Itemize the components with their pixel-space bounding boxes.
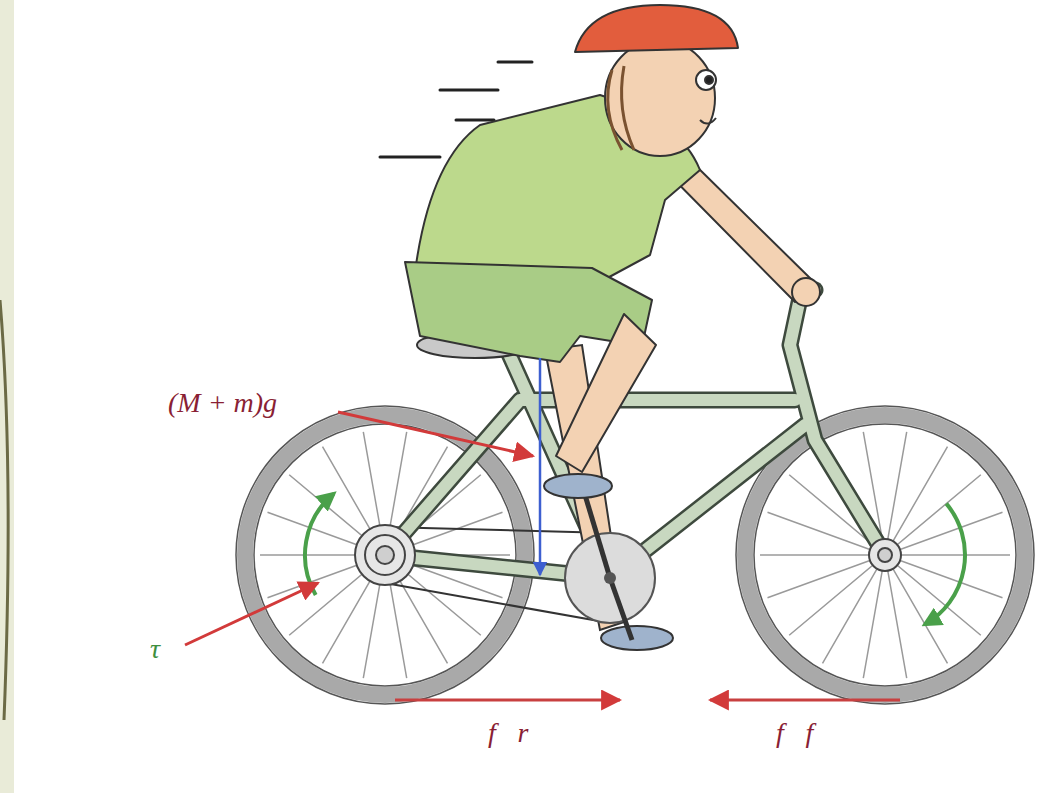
hubs-part bbox=[376, 546, 394, 564]
rear-wheel bbox=[236, 406, 534, 704]
rear-wheel-part bbox=[236, 406, 534, 704]
chainring-part bbox=[565, 533, 655, 623]
chainring-part bbox=[585, 495, 610, 578]
friction-label: f⃗r bbox=[488, 716, 528, 750]
hubs-part bbox=[869, 539, 901, 571]
rider-body-part bbox=[700, 118, 716, 124]
friction-arrows-part bbox=[395, 699, 620, 702]
weight-label: (M + m)g⃗ bbox=[168, 386, 299, 420]
rider-body-part bbox=[544, 474, 612, 498]
hubs-part bbox=[365, 535, 405, 575]
friction-label: f⃗f bbox=[776, 716, 813, 750]
rear-wheel-part bbox=[254, 424, 516, 686]
slide-border-part bbox=[0, 300, 8, 720]
leader-lines bbox=[185, 412, 533, 645]
speed-lines-part bbox=[380, 156, 440, 159]
rider-body bbox=[405, 5, 820, 498]
friction-arrows-part bbox=[710, 699, 900, 702]
hubs-part bbox=[878, 548, 892, 562]
speed-lines-part bbox=[456, 119, 494, 122]
front-wheel-part bbox=[754, 424, 1016, 686]
hubs-part bbox=[355, 525, 415, 585]
chainring bbox=[565, 495, 655, 640]
leader-lines-part bbox=[338, 412, 533, 456]
rear-wheel-part bbox=[260, 432, 510, 678]
rider-body-part bbox=[556, 314, 656, 472]
front-wheel-part bbox=[760, 432, 1010, 678]
rider-body-part bbox=[608, 66, 634, 150]
rider-body-part bbox=[705, 76, 713, 84]
slide-border-part bbox=[0, 0, 14, 793]
gravity-arrow-part bbox=[539, 358, 542, 575]
rider-body-part bbox=[575, 5, 738, 52]
torque-arcs-part bbox=[305, 494, 334, 595]
gravity-arrow bbox=[540, 358, 541, 575]
rider-body-part bbox=[605, 40, 715, 156]
rider-far-leg-part bbox=[601, 626, 673, 650]
speed-lines-part bbox=[498, 61, 532, 64]
leader-lines-part bbox=[185, 583, 318, 645]
chainring-part bbox=[604, 572, 616, 584]
chainring-part bbox=[610, 578, 632, 640]
torque-label: τ⃗ bbox=[150, 632, 182, 666]
rider-body-part bbox=[696, 70, 716, 90]
speed-lines-part bbox=[440, 89, 498, 92]
torque-arcs-part bbox=[925, 504, 965, 625]
rider-body-part bbox=[792, 278, 820, 306]
rear-wheel-part bbox=[245, 415, 525, 695]
friction-arrows bbox=[395, 699, 900, 702]
front-wheel-part bbox=[745, 415, 1025, 695]
torque-arcs bbox=[305, 494, 965, 625]
slide-border bbox=[0, 0, 14, 793]
